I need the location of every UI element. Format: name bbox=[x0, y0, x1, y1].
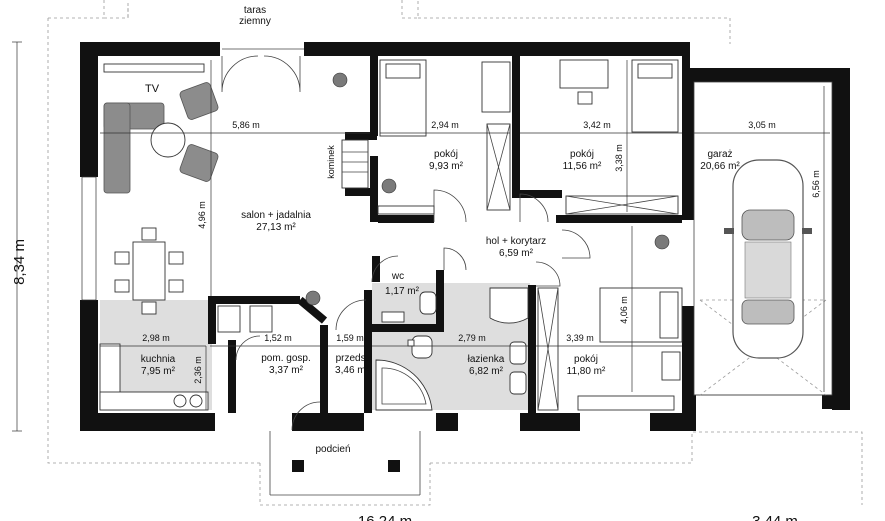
fireplace-label: kominek bbox=[326, 145, 336, 179]
room-name: przeds. bbox=[336, 353, 369, 364]
room-dim: 4,06 m bbox=[619, 296, 629, 324]
room-area: 11,80 m² bbox=[567, 366, 606, 377]
room-name: garaż bbox=[707, 149, 732, 160]
overall-width-right-label: 3,44 m bbox=[752, 513, 798, 521]
terrace-label-line1: taras bbox=[244, 5, 266, 16]
room-area: 9,93 m² bbox=[429, 161, 464, 172]
terrace-label: taras ziemny bbox=[239, 5, 271, 27]
room-area: 27,13 m² bbox=[256, 222, 296, 233]
porch-pillars bbox=[269, 431, 421, 496]
room-area: 7,95 m² bbox=[141, 366, 176, 377]
door-swings bbox=[235, 189, 591, 431]
room-dim: 3,38 m bbox=[614, 144, 624, 172]
room-dim: 6,56 m bbox=[811, 170, 821, 198]
terrace-label-line2: ziemny bbox=[239, 16, 271, 27]
terrace-door bbox=[221, 48, 304, 93]
roof-outline bbox=[47, 0, 863, 506]
room-hol: hol + korytarz 6,59 m² bbox=[486, 236, 546, 259]
room-name: salon + jadalnia bbox=[241, 210, 311, 221]
room-dim: 2,36 m bbox=[193, 356, 203, 384]
room-dim: 2,79 m bbox=[458, 333, 486, 343]
room-area: 20,66 m² bbox=[700, 161, 740, 172]
room-name: pokój bbox=[570, 149, 594, 160]
room-pokoj-2: pokój 11,56 m² 3,42 m 3,38 m bbox=[563, 120, 624, 172]
room-area: 3,37 m² bbox=[269, 365, 304, 376]
room-dim: 5,86 m bbox=[232, 120, 260, 130]
dimension-lines bbox=[12, 41, 830, 432]
room-area: 11,56 m² bbox=[563, 161, 602, 172]
fireplace-icon bbox=[341, 139, 369, 189]
overall-width-left-label: 16,24 m bbox=[358, 513, 412, 521]
room-dim: 2,94 m bbox=[431, 120, 459, 130]
kitchen-furniture bbox=[99, 305, 273, 411]
room-name: hol + korytarz bbox=[486, 236, 546, 247]
walls bbox=[80, 42, 850, 431]
bedroom3-furniture bbox=[537, 287, 683, 411]
room-area: 3,46 m² bbox=[335, 365, 370, 376]
room-kuchnia: kuchnia 7,95 m² 2,98 m 2,36 m bbox=[141, 333, 203, 384]
room-area: 1,17 m² bbox=[385, 286, 420, 297]
tv-label: TV bbox=[145, 83, 160, 95]
room-dim: 2,98 m bbox=[142, 333, 170, 343]
room-name: pokój bbox=[434, 149, 458, 160]
plant-icons bbox=[305, 72, 670, 306]
bedroom1-furniture bbox=[377, 59, 511, 215]
room-name: pom. gosp. bbox=[261, 353, 310, 364]
porch-label: podcień bbox=[315, 444, 350, 455]
room-dim: 1,52 m bbox=[264, 333, 292, 343]
room-garaz: garaż 20,66 m² 3,05 m 6,56 m bbox=[700, 120, 821, 198]
room-lazienka: łazienka 6,82 m² 2,79 m bbox=[458, 333, 505, 377]
living-furniture bbox=[103, 63, 219, 315]
room-pokoj-3: pokój 11,80 m² 3,39 m 4,06 m bbox=[566, 296, 629, 377]
room-przedsionek: przeds. 3,46 m² 1,59 m bbox=[335, 333, 370, 376]
room-salon: salon + jadalnia 27,13 m² 5,86 m 4,96 m bbox=[197, 120, 311, 233]
room-pokoj-1: pokój 9,93 m² 2,94 m bbox=[429, 120, 464, 172]
room-area: 6,59 m² bbox=[499, 248, 534, 259]
overall-height-label: 8,34 m bbox=[11, 239, 28, 285]
room-dim: 3,42 m bbox=[583, 120, 611, 130]
car-icon bbox=[724, 159, 812, 359]
room-name: łazienka bbox=[468, 354, 505, 365]
room-pom-gosp: pom. gosp. 3,37 m² 1,52 m bbox=[261, 333, 310, 376]
room-name: kuchnia bbox=[141, 354, 176, 365]
room-area: 6,82 m² bbox=[469, 366, 504, 377]
room-dim: 4,96 m bbox=[197, 201, 207, 229]
room-name: pokój bbox=[574, 354, 598, 365]
room-dim: 3,39 m bbox=[566, 333, 594, 343]
room-dim: 1,59 m bbox=[336, 333, 364, 343]
room-dim: 3,05 m bbox=[748, 120, 776, 130]
bathroom-fixtures bbox=[375, 287, 529, 411]
room-name: wc bbox=[391, 271, 404, 282]
room-wc: wc 1,17 m² bbox=[385, 271, 420, 297]
bedroom2-furniture bbox=[559, 59, 679, 215]
